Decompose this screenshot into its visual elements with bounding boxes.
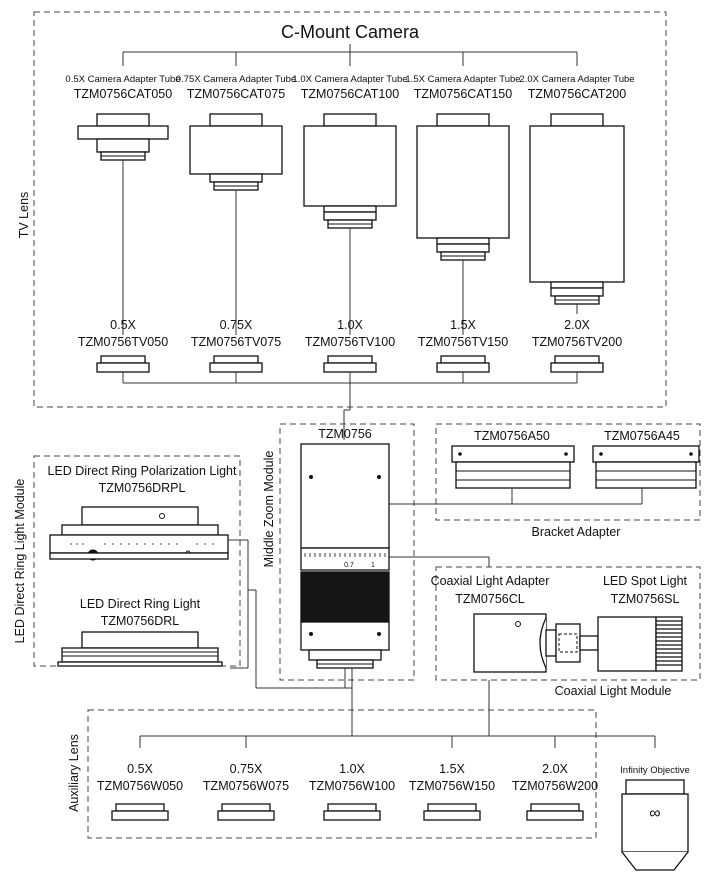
tv-lens-code: TZM0756TV050 <box>78 335 168 349</box>
aux-mag: 2.0X <box>542 762 568 776</box>
tv-lens-code: TZM0756TV100 <box>305 335 395 349</box>
ring-bracket-connector <box>228 539 345 689</box>
adapter-tube-100 <box>303 113 397 229</box>
adapter-code: TZM0756CAT200 <box>528 87 626 101</box>
tv-lens-mag: 0.75X <box>220 318 253 332</box>
aux-labels: 0.5X TZM0756W050 0.75X TZM0756W075 1.0X … <box>97 762 598 793</box>
adapter-desc: 0.75X Camera Adapter Tube <box>176 74 296 85</box>
adapter-labels: 0.5X Camera Adapter Tube TZM0756CAT050 0… <box>65 74 634 101</box>
polar-light-name: LED Direct Ring Polarization Light <box>48 464 238 478</box>
tv-lens-code: TZM0756TV200 <box>532 335 622 349</box>
adapter-desc: 0.5X Camera Adapter Tube <box>65 74 180 85</box>
zoom-scale-mark: 1 <box>371 562 375 569</box>
aux-code: TZM0756W150 <box>409 779 495 793</box>
spot-light <box>597 616 683 672</box>
infinity-icon: ∞ <box>649 805 660 822</box>
middle-zoom-label: Middle Zoom Module <box>262 451 276 568</box>
tv-lens-parts <box>96 355 604 373</box>
aux-mag: 0.5X <box>127 762 153 776</box>
spot-light-code: TZM0756SL <box>611 592 680 606</box>
coaxial-adapter-code: TZM0756CL <box>455 592 525 606</box>
camera-title: C-Mount Camera <box>281 22 420 42</box>
adapter-desc: 1.0X Camera Adapter Tube <box>292 74 407 85</box>
bracket-code: TZM0756A45 <box>604 429 680 443</box>
tv-lens-mag: 0.5X <box>110 318 136 332</box>
auxiliary-label: Auxiliary Lens <box>67 734 81 812</box>
bracket-label: Bracket Adapter <box>532 525 621 539</box>
tv-lens-mag: 1.5X <box>450 318 476 332</box>
adapter-code: TZM0756CAT075 <box>187 87 285 101</box>
adapter-tube-200 <box>529 113 625 305</box>
aux-mag: 1.0X <box>339 762 365 776</box>
spot-light-name: LED Spot Light <box>603 574 688 588</box>
led-ring-box <box>33 455 241 667</box>
infinity-objective: ∞ <box>621 779 689 871</box>
coaxial-adapter <box>473 613 599 673</box>
ring-light-code: TZM0756DRL <box>101 614 180 628</box>
polar-light-code: TZM0756DRPL <box>99 481 186 495</box>
zoom-scale-mark: 0.7 <box>344 562 354 569</box>
adapter-tube-150 <box>416 113 510 261</box>
aux-code: TZM0756W050 <box>97 779 183 793</box>
coaxial-label: Coaxial Light Module <box>555 684 672 698</box>
tv-lens-mag: 2.0X <box>564 318 590 332</box>
middle-zoom-box <box>279 423 415 681</box>
adapter-desc: 2.0X Camera Adapter Tube <box>519 74 634 85</box>
middle-zoom-code: TZM0756 <box>318 427 372 441</box>
tv-lens-code: TZM0756TV150 <box>418 335 508 349</box>
bracket-connector <box>389 488 643 505</box>
coaxial-box <box>435 566 701 681</box>
tv-lens-connector <box>122 372 578 440</box>
bracket-adapter-box <box>435 423 701 521</box>
coaxial-connector <box>389 556 490 736</box>
tv-lens-labels: 0.5X TZM0756TV050 0.75X TZM0756TV075 1.0… <box>78 318 622 349</box>
adapter-code: TZM0756CAT100 <box>301 87 399 101</box>
adapter-tube-050 <box>77 113 169 161</box>
zoom-body: 0.7 1 <box>300 443 390 669</box>
objective-label: Infinity Objective <box>620 765 690 776</box>
aux-connector <box>139 668 656 748</box>
aux-mag: 0.75X <box>230 762 263 776</box>
tv-lens-mag: 1.0X <box>337 318 363 332</box>
tv-lens-label: TV Lens <box>17 192 31 239</box>
camera-connector <box>122 44 578 66</box>
aux-code: TZM0756W200 <box>512 779 598 793</box>
aux-lens-parts <box>111 803 584 821</box>
adapter-code: TZM0756CAT150 <box>414 87 512 101</box>
adapter-code: TZM0756CAT050 <box>74 87 172 101</box>
ring-light <box>57 631 223 667</box>
aux-code: TZM0756W100 <box>309 779 395 793</box>
bracket-a50 <box>451 445 575 489</box>
auxiliary-box <box>87 709 597 839</box>
coaxial-adapter-name: Coaxial Light Adapter <box>431 574 550 588</box>
polar-ring-light <box>49 506 229 561</box>
ring-light-name: LED Direct Ring Light <box>80 597 201 611</box>
aux-mag: 1.5X <box>439 762 465 776</box>
adapter-desc: 1.5X Camera Adapter Tube <box>405 74 520 85</box>
led-ring-label: LED Direct Ring Light Module <box>13 479 27 644</box>
aux-code: TZM0756W075 <box>203 779 289 793</box>
adapter-tube-075 <box>189 113 283 191</box>
tv-lens-code: TZM0756TV075 <box>191 335 281 349</box>
bracket-code: TZM0756A50 <box>474 429 550 443</box>
bracket-a45 <box>592 445 700 489</box>
